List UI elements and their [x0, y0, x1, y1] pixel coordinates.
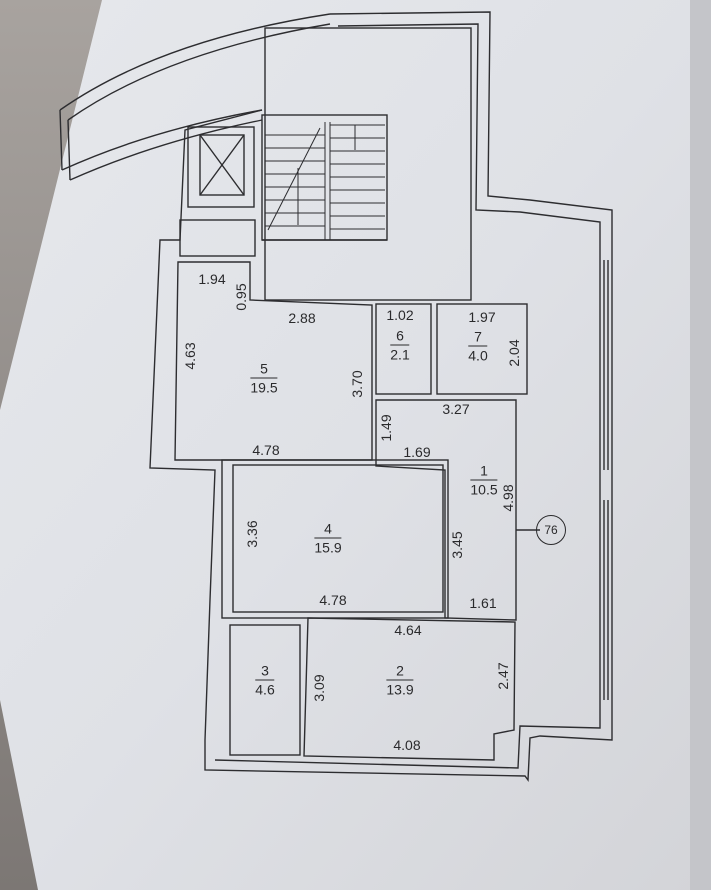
- dimension-label: 4.63: [182, 342, 198, 370]
- dimension-label: 1.94: [198, 271, 226, 287]
- room-number: 5: [250, 362, 278, 379]
- dimension-label: 3.27: [442, 401, 470, 417]
- room-area: 4.0: [468, 347, 488, 364]
- dimension-label: 1.97: [468, 309, 496, 325]
- stair-core: [264, 27, 472, 301]
- section-marker: 76: [536, 515, 566, 545]
- room-number: 1: [470, 464, 498, 481]
- room-4-label: 4 15.9: [314, 522, 342, 556]
- room-2-walls: [303, 617, 516, 761]
- dimension-label: 4.98: [500, 484, 516, 512]
- room-4-walls: [232, 464, 444, 613]
- dimension-label: 1.69: [403, 444, 431, 460]
- dimension-label: 3.70: [349, 370, 365, 398]
- room-number: 4: [314, 522, 342, 539]
- dimension-label: 1.02: [386, 307, 414, 323]
- dimension-label: 3.36: [244, 520, 260, 548]
- room-3-label: 3 4.6: [255, 664, 275, 698]
- room-3-walls: [229, 624, 301, 756]
- room-area: 15.9: [314, 539, 342, 556]
- room-area: 4.6: [255, 681, 275, 698]
- room-5-walls: [174, 261, 373, 461]
- dimension-label: 2.04: [506, 339, 522, 367]
- room-number: 6: [390, 329, 410, 346]
- dimension-label: 4.08: [393, 737, 421, 753]
- room-area: 10.5: [470, 481, 498, 498]
- room-number: 2: [386, 664, 414, 681]
- dimension-label: 1.61: [469, 595, 497, 611]
- dimension-label: 2.88: [288, 310, 316, 326]
- dimension-label: 3.09: [311, 674, 327, 702]
- room-5-label: 5 19.5: [250, 362, 278, 396]
- dimension-label: 4.64: [394, 622, 422, 638]
- dimension-label: 1.49: [378, 414, 394, 442]
- room-area: 19.5: [250, 379, 278, 396]
- room-number: 3: [255, 664, 275, 681]
- dimension-label: 0.95: [233, 283, 249, 311]
- dimension-label: 3.45: [449, 531, 465, 559]
- room-1-label: 1 10.5: [470, 464, 498, 498]
- dimension-label: 4.78: [319, 592, 347, 608]
- room-number: 7: [468, 330, 488, 347]
- dimension-label: 4.78: [252, 442, 280, 458]
- room-area: 13.9: [386, 681, 414, 698]
- room-2-label: 2 13.9: [386, 664, 414, 698]
- room-7-label: 7 4.0: [468, 330, 488, 364]
- room-area: 2.1: [390, 346, 410, 363]
- elevator-shaft: [187, 126, 255, 208]
- curved-balcony-outer: [59, 13, 331, 111]
- room-7-walls: [436, 303, 528, 395]
- room-6-label: 6 2.1: [390, 329, 410, 363]
- exterior-wall: [149, 11, 613, 782]
- dimension-label: 2.47: [495, 662, 511, 690]
- room-6-walls: [375, 303, 432, 395]
- page-edge-shadow: [690, 0, 711, 890]
